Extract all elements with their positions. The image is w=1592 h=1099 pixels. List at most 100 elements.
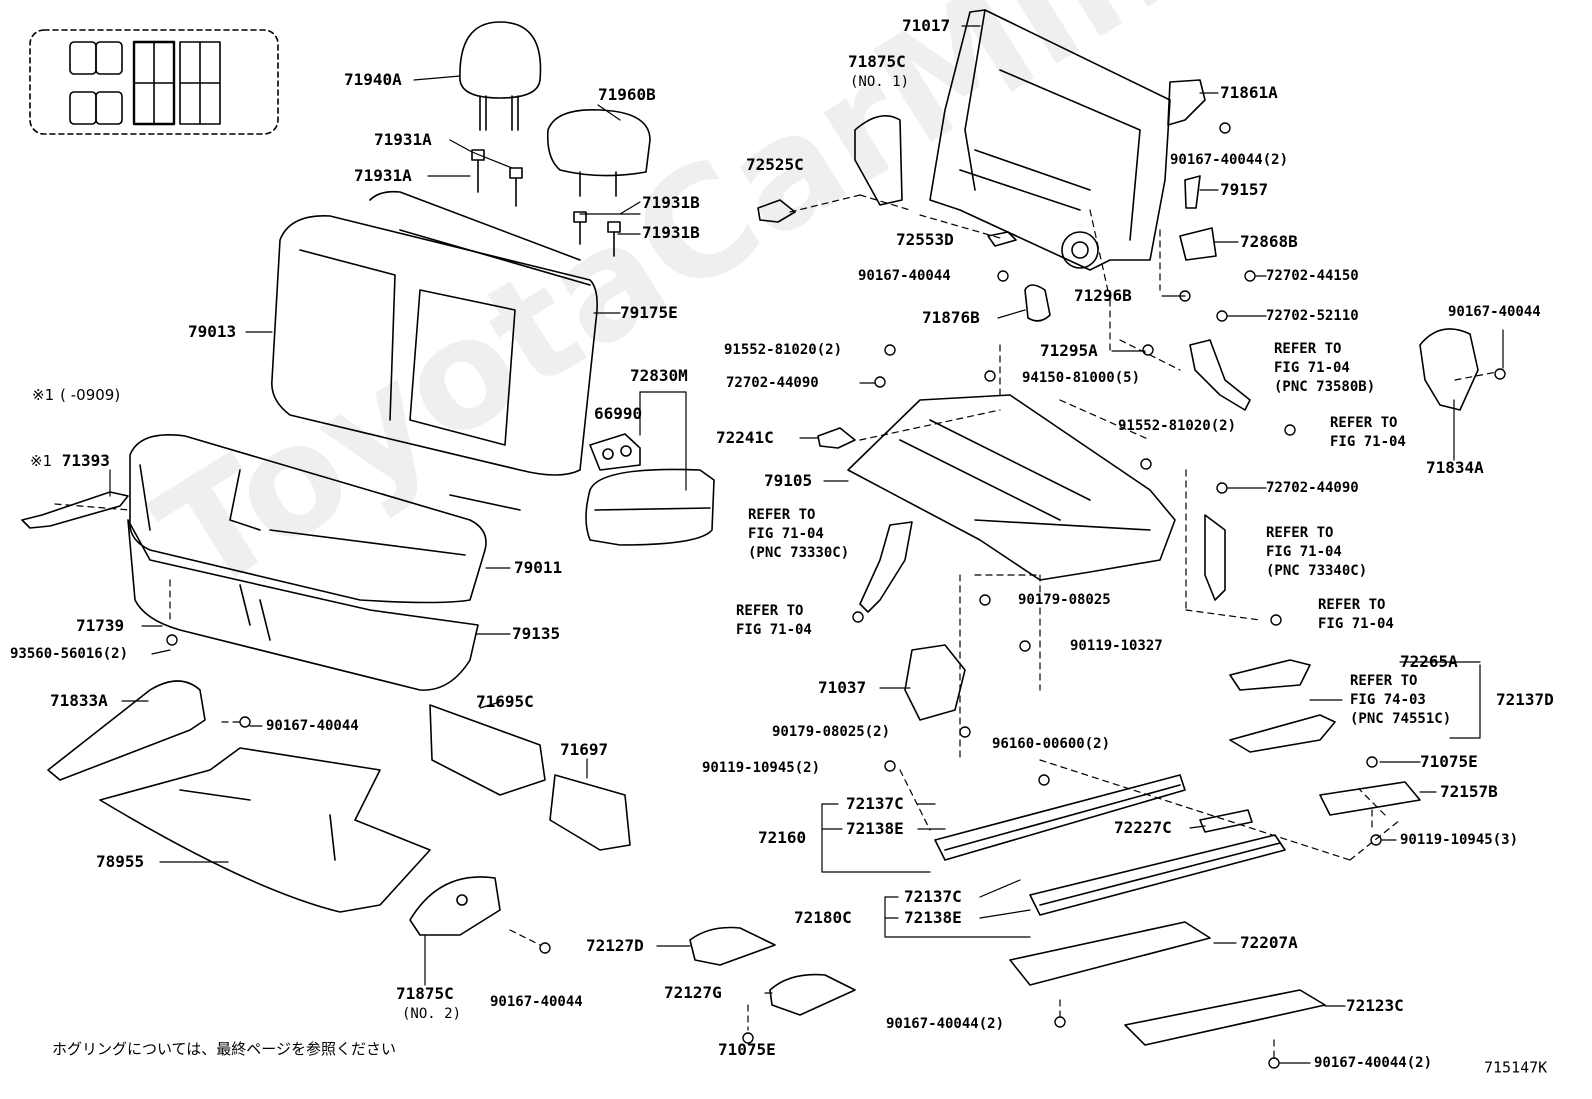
pad-72553D [987, 231, 1017, 247]
label-71931B-1: 71931B [642, 193, 700, 212]
cover-71833A [47, 680, 206, 781]
label-72702-44150: 72702-44150 [1266, 268, 1359, 284]
ref-line: REFER TO [1330, 415, 1398, 431]
belt-buckle-right [1204, 514, 1226, 601]
bracket-71697 [549, 774, 631, 851]
label-93560: 93560-56016(2) [10, 646, 129, 662]
ref-line: (PNC 74551C) [1350, 710, 1452, 727]
cover-72868B [1179, 227, 1217, 261]
label-71875C-no2: (NO. 2) [402, 1006, 462, 1022]
label-94150: 94150-81000(5) [1022, 370, 1141, 386]
seatback-frame-71017 [929, 9, 1171, 271]
label-71037: 71037 [818, 678, 867, 697]
label-72137C-2: 72137C [904, 887, 962, 906]
cushion-frame-79135 [127, 519, 479, 691]
label-72702-52110: 72702-52110 [1266, 308, 1359, 324]
label-71697: 71697 [560, 740, 609, 759]
label-72160: 72160 [758, 828, 807, 847]
label-72138E-1: 72138E [846, 819, 904, 838]
label-79175E: 79175E [620, 303, 678, 322]
refer-to-73580B: REFER TO FIG 71-04 (PNC 73580B) [1274, 340, 1375, 397]
cupholder-66990 [589, 433, 641, 471]
ref-line: FIG 71-04 [1266, 543, 1342, 560]
note-range-text: ( -0909) [60, 386, 121, 404]
label-90167-2c: 90167-40044(2) [1314, 1055, 1433, 1071]
refer-to-fig-71-04-c: REFER TO FIG 71-04 [1318, 596, 1394, 634]
vehicle-location-inset [29, 29, 279, 135]
label-78955: 78955 [96, 852, 145, 871]
ref-line: REFER TO [1350, 673, 1418, 689]
label-90167-mid: 90167-40044 [858, 268, 951, 284]
label-90179-2: 90179-08025(2) [772, 724, 891, 740]
bracket-71695C [429, 704, 546, 796]
label-71695C: 71695C [476, 692, 534, 711]
label-72553D: 72553D [896, 230, 954, 249]
cover-72157B [1319, 781, 1421, 816]
cover-72265A [1229, 659, 1311, 691]
label-71875C-bottom: 71875C [396, 984, 454, 1003]
refer-to-fig-71-04-b: REFER TO FIG 71-04 [736, 602, 812, 640]
ref-line: REFER TO [736, 603, 804, 619]
ref-line: (PNC 73340C) [1266, 562, 1368, 579]
label-90167-left: 90167-40044 [266, 718, 359, 734]
label-71295A: 71295A [1040, 341, 1098, 360]
label-71834A: 71834A [1426, 458, 1484, 477]
label-90167-2b: 90167-40044(2) [886, 1016, 1005, 1032]
ref-line: REFER TO [1266, 525, 1334, 541]
belt-top [1189, 339, 1251, 411]
ref-line: REFER TO [1274, 341, 1342, 357]
cover-72127D [689, 926, 776, 966]
figure-code: 715147K [1484, 1058, 1548, 1077]
cover-71875C-no1 [854, 114, 903, 206]
label-71017: 71017 [902, 16, 951, 35]
label-72127D: 72127D [586, 936, 644, 955]
label-79105: 79105 [764, 471, 813, 490]
label-71833A: 71833A [50, 691, 108, 710]
leader-lines [109, 25, 1504, 1064]
note-mark: ※1 [32, 386, 55, 404]
headrest-71940A [459, 21, 542, 131]
footnote-hog-ring: ホグリングについては、最終ページを参照ください [52, 1040, 396, 1058]
note-71393-mark: ※1 [30, 452, 53, 470]
ref-line: REFER TO [1318, 597, 1386, 613]
label-72241C: 72241C [716, 428, 774, 447]
clip-72525C [757, 199, 796, 223]
label-71960B: 71960B [598, 85, 656, 104]
label-72138E-2: 72138E [904, 908, 962, 927]
rail-cover-72123C [1124, 989, 1326, 1046]
ref-line: FIG 71-04 [1318, 615, 1394, 632]
label-72227C: 72227C [1114, 818, 1172, 837]
ref-line: (PNC 73580B) [1274, 378, 1376, 395]
label-72830M: 72830M [630, 366, 688, 385]
label-79011: 79011 [514, 558, 563, 577]
seat-cushion-79011 [129, 434, 487, 604]
label-90179-1: 90179-08025 [1018, 592, 1111, 608]
rail-cover-72207A [1009, 921, 1211, 986]
label-90119-10945: 90119-10945(2) [702, 760, 821, 776]
label-71075E-right: 71075E [1420, 752, 1478, 771]
label-96160: 96160-00600(2) [992, 736, 1111, 752]
refer-to-74551C: REFER TO FIG 74-03 (PNC 74551C) [1350, 672, 1451, 729]
label-71940A: 71940A [344, 70, 402, 89]
label-71931A-1: 71931A [374, 130, 432, 149]
label-90167-2: 90167-40044(2) [1170, 152, 1289, 168]
cover-71875C-no2 [409, 876, 501, 936]
label-79135: 79135 [512, 624, 561, 643]
label-72702-44090-1: 72702-44090 [726, 375, 819, 391]
strap-71393 [21, 491, 129, 529]
pin-79157 [1184, 175, 1201, 209]
cushion-frame-79105 [847, 394, 1176, 581]
label-91552-2: 91552-81020(2) [1118, 418, 1237, 434]
ref-line: (PNC 73330C) [748, 544, 850, 561]
label-90119-10945-3: 90119-10945(3) [1400, 832, 1519, 848]
label-91552-1: 91552-81020(2) [724, 342, 843, 358]
label-72265A: 72265A [1400, 652, 1458, 671]
label-72127G: 72127G [664, 983, 722, 1002]
headrest-guides [471, 149, 621, 257]
dashed-lines [54, 194, 1498, 1059]
ref-line: FIG 71-04 [748, 525, 824, 542]
carpet-78955 [99, 747, 431, 913]
ref-line: REFER TO [748, 507, 816, 523]
